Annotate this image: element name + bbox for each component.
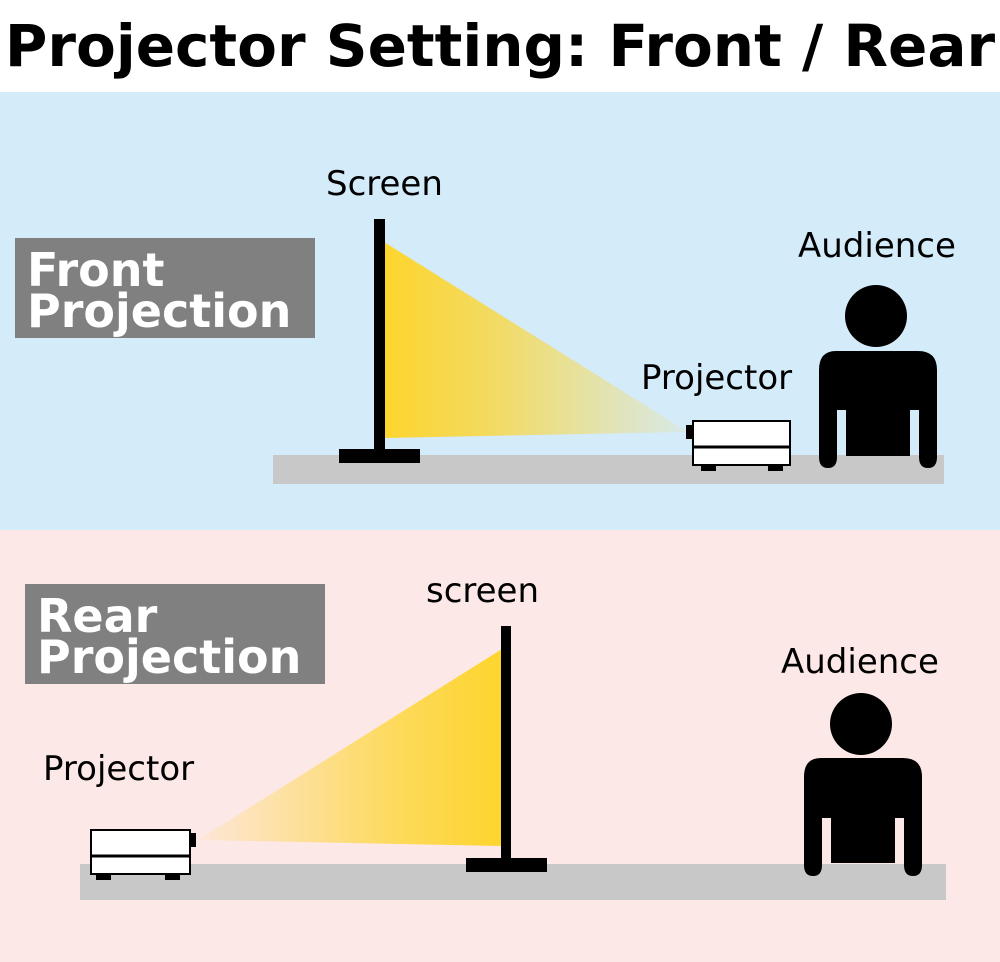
audience-label: Audience: [798, 226, 956, 266]
front-projection-badge: Front Projection: [15, 238, 315, 338]
projector-label: Projector: [641, 358, 793, 398]
screen-label: Screen: [326, 164, 443, 204]
badge-line-1: Front: [27, 243, 165, 297]
person-icon: [819, 285, 937, 468]
front-projection-panel: Front Projection Screen Projector Audien…: [0, 92, 1000, 530]
front-projection-scene: [273, 219, 944, 484]
badge-line-2: Projection: [37, 630, 302, 684]
light-beam-icon: [198, 649, 502, 846]
badge-line-1: Rear: [37, 589, 158, 643]
light-beam-icon: [384, 242, 688, 438]
rear-projection-badge: Rear Projection: [25, 584, 325, 684]
screen-stand-icon: [466, 626, 547, 872]
rear-projection-panel: Rear Projection screen Projector Audienc…: [0, 530, 1000, 962]
badge-line-2: Projection: [27, 284, 292, 338]
person-icon: [804, 693, 922, 876]
projector-icon: [686, 420, 791, 471]
projector-icon: [90, 829, 196, 880]
screen-stand-icon: [339, 219, 420, 463]
audience-label: Audience: [781, 642, 939, 682]
rear-projection-scene: [80, 626, 946, 900]
projector-label: Projector: [43, 749, 195, 789]
diagram-title: Projector Setting: Front / Rear: [4, 12, 996, 80]
screen-label: screen: [426, 571, 540, 611]
